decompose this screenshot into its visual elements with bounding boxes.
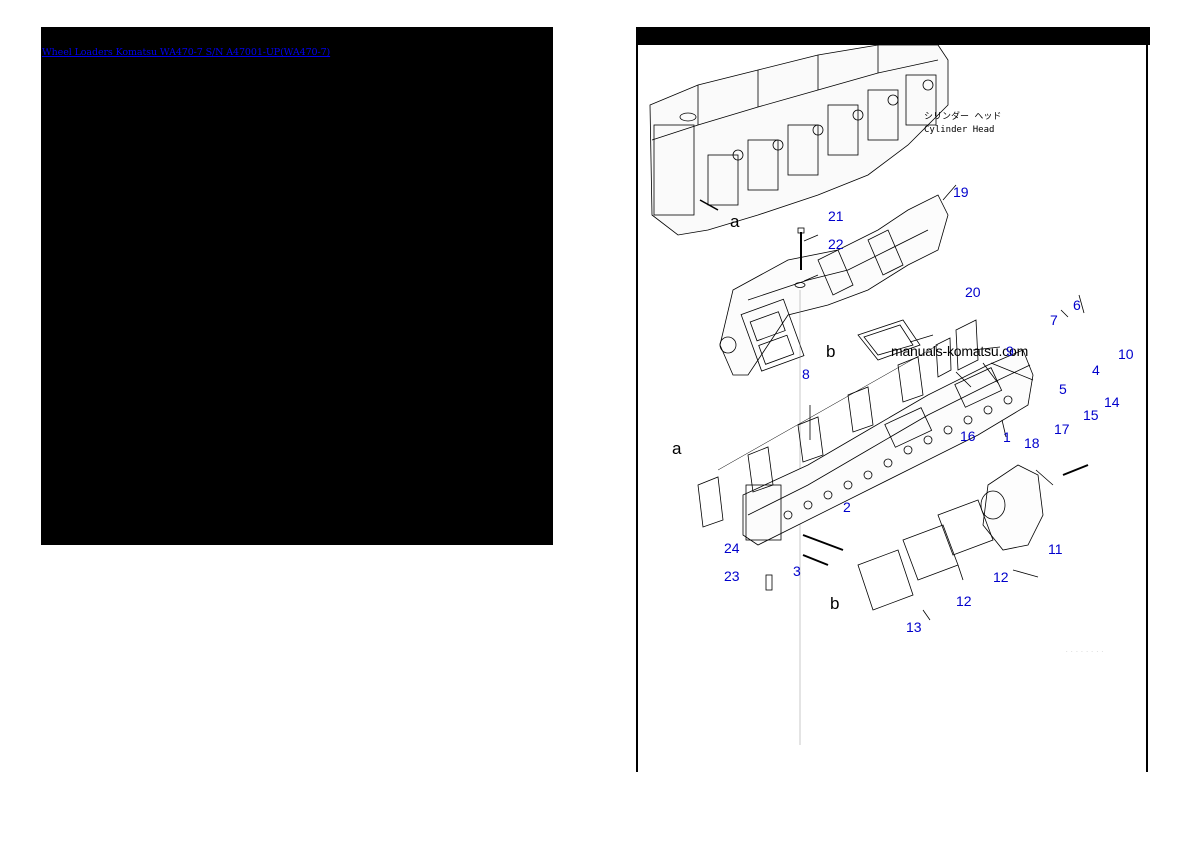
reference-letter-a: a (730, 212, 740, 231)
callout-20: 20 (965, 284, 981, 300)
callout-4: 4 (1092, 362, 1100, 378)
callout-21: 21 (828, 208, 844, 224)
callout-13: 13 (906, 619, 922, 635)
callout-10: 10 (1118, 346, 1134, 362)
model-info-panel: Wheel Loaders Komatsu WA470-7 S/N A47001… (41, 27, 553, 545)
callout-14: 14 (1104, 394, 1120, 410)
callout-12: 12 (993, 569, 1009, 585)
diagram-header-bar (636, 27, 1150, 45)
callout-19: 19 (953, 184, 969, 200)
parts-diagram: シリンダー ヘッド Cylinder Head a b a b manuals-… (638, 45, 1146, 772)
watermark: manuals-komatsu.com (891, 343, 1029, 359)
exhaust-manifold-drawing (649, 45, 1089, 745)
diagram-caption-jp: シリンダー ヘッド (924, 112, 1002, 122)
callout-17: 17 (1054, 421, 1070, 437)
callout-15: 15 (1083, 407, 1099, 423)
callout-7: 7 (1050, 312, 1058, 328)
callout-16: 16 (960, 428, 976, 444)
callout-24: 24 (724, 540, 740, 556)
callout-5: 5 (1059, 381, 1067, 397)
callout-2: 2 (843, 499, 851, 515)
callout-11: 11 (1048, 541, 1063, 557)
callout-3: 3 (793, 563, 801, 579)
callout-12: 12 (956, 593, 972, 609)
callout-9: 9 (1006, 343, 1014, 359)
callout-22: 22 (828, 236, 844, 252)
reference-letter-b: b (830, 594, 840, 613)
callout-8: 8 (802, 366, 810, 382)
diagram-panel: シリンダー ヘッド Cylinder Head a b a b manuals-… (636, 27, 1150, 772)
callout-1: 1 (1003, 429, 1011, 445)
model-link[interactable]: Wheel Loaders Komatsu WA470-7 S/N A47001… (42, 47, 331, 58)
reference-letter-a: a (672, 439, 682, 458)
diagram-code: · · · · · · · · (1066, 649, 1105, 655)
diagram-caption-en: Cylinder Head (924, 125, 995, 135)
callout-18: 18 (1024, 435, 1040, 451)
callout-6: 6 (1073, 297, 1081, 313)
reference-letter-b: b (826, 342, 836, 361)
callout-23: 23 (724, 568, 740, 584)
